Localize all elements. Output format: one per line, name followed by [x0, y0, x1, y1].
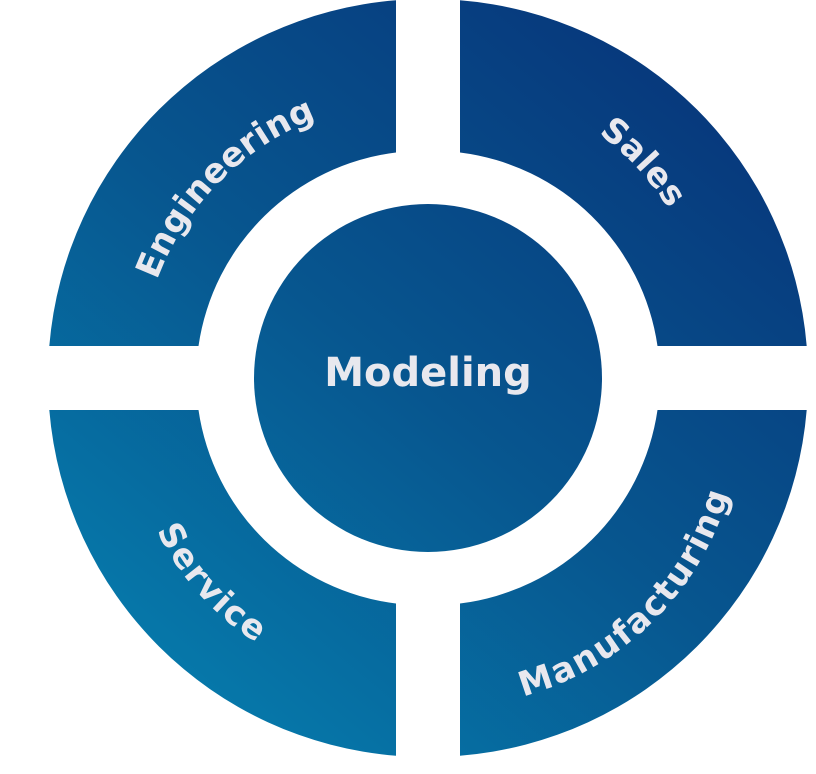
segment-manufacturing: [460, 410, 807, 756]
center-label: Modeling: [324, 350, 532, 396]
segment-sales: [460, 0, 807, 347]
segment-engineering: [49, 0, 397, 347]
center-circle: [254, 204, 602, 552]
segment-service: [49, 410, 397, 756]
